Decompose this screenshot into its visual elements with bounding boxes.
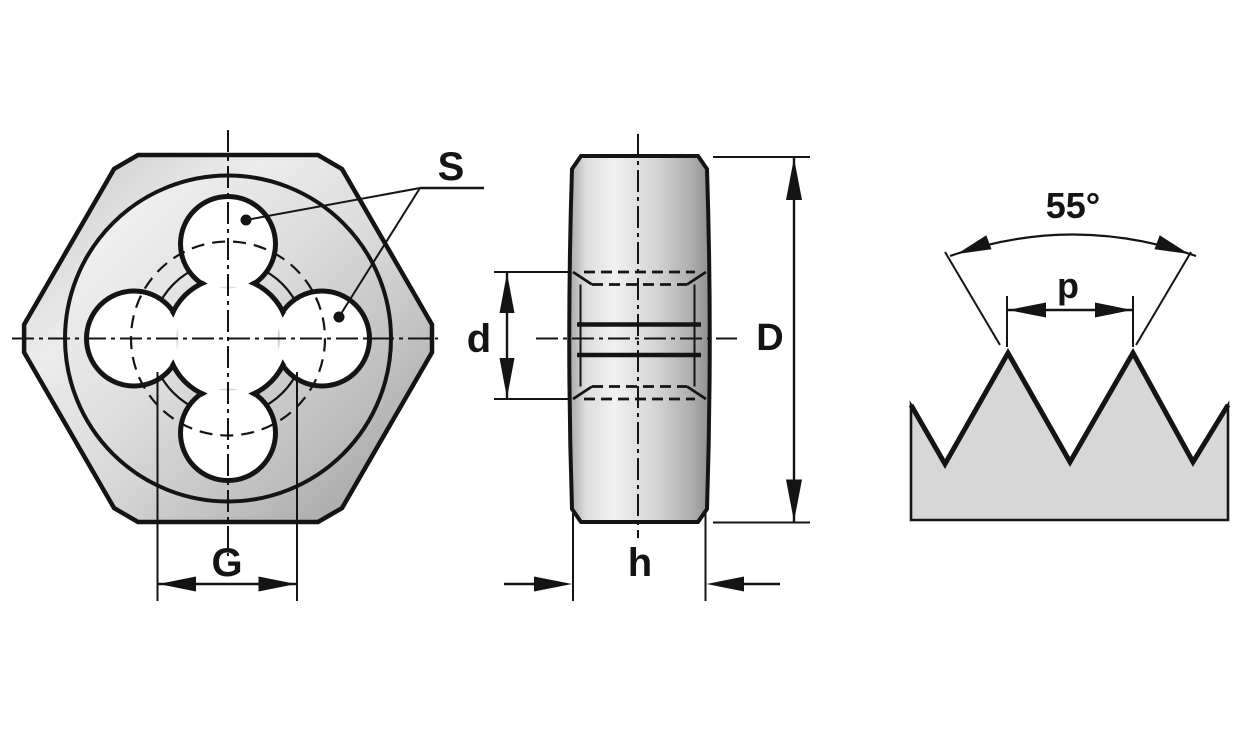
label-d: d [467,317,491,361]
dimension-d: d [467,271,570,400]
leader-dot-top [240,214,252,226]
arrowhead-D-up [786,158,802,200]
side-view: d D h [467,134,810,601]
arrowhead-h-left [534,576,572,592]
dimension-D: D [713,156,810,524]
arrowhead-D-down [786,479,802,522]
dimension-G: G [156,372,298,601]
arrowhead-d-down [499,358,515,398]
label-angle: 55° [1046,185,1100,226]
chamfer-top-right [686,270,707,286]
arrowhead-angle-right [1154,235,1189,254]
arrowhead-d-up [499,273,515,313]
arrowhead-G-left [158,576,196,592]
flank-extension-left [944,251,1001,346]
chamfer-bottom-right [686,385,707,401]
thread-profile-view: 55° p [908,185,1231,522]
label-S: S [438,145,465,189]
flank-extension-right [1135,251,1192,346]
callout-S: S [240,145,484,323]
label-p: p [1057,265,1079,306]
label-G: G [211,541,242,585]
leader-line-top-hole [245,187,421,221]
label-D: D [756,317,783,359]
leader-line-right-hole [338,187,421,318]
arrowhead-h-right [706,576,744,592]
thread-crest-outline [908,347,1231,470]
front-view: S G [12,130,484,601]
leader-dot-right [333,311,345,323]
label-h: h [628,541,652,585]
chamfer-lines [572,270,707,401]
arrowhead-p-right [1095,302,1132,318]
dimension-angle: 55° [949,185,1197,258]
chamfer-top-left [572,270,593,286]
chamfer-bottom-left [572,385,593,401]
die-body-outline [567,154,712,524]
arrowhead-angle-left [957,235,992,254]
arrowhead-G-right [258,576,296,592]
hidden-thread-lines [584,270,695,401]
dimension-h: h [504,513,780,601]
arrowhead-p-left [1008,302,1046,318]
dimension-p: p [1006,265,1134,347]
